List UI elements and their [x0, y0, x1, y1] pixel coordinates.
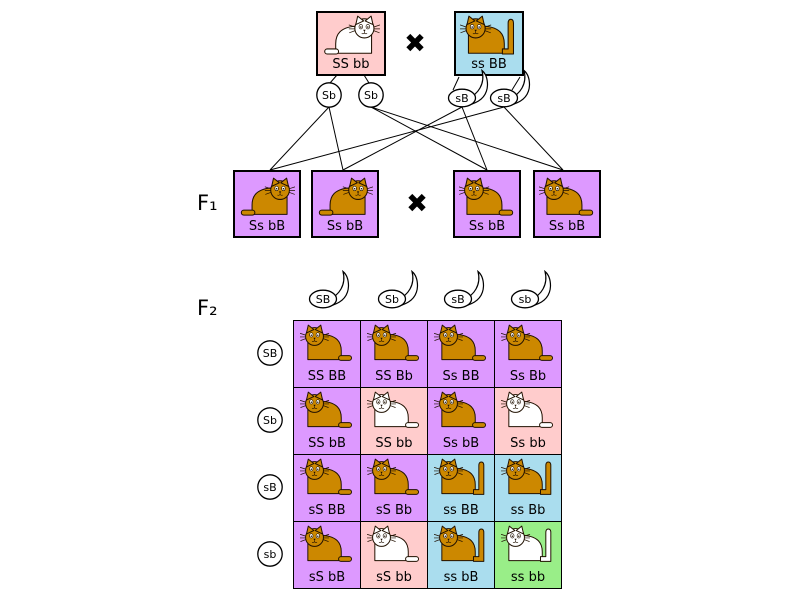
- gamete-label: sB: [455, 92, 468, 105]
- genotype-label: SS BB: [307, 369, 347, 384]
- punnett-cell: SS Bb: [360, 320, 427, 387]
- genotype-label: sS bB: [308, 570, 346, 585]
- genotype-label: Ss bB: [468, 219, 506, 234]
- gamete-label: SB: [316, 293, 331, 306]
- punnett-cell: SS bB: [293, 387, 360, 454]
- genotype-label: SS Bb: [375, 369, 413, 384]
- sperm-gamete-bubble: Sb: [377, 269, 419, 309]
- brown-cat-short-tail-icon: [300, 458, 353, 495]
- genotype-label: ss BB: [471, 57, 507, 72]
- gamete-label: sB: [263, 481, 276, 494]
- f1-label: F₁: [197, 191, 218, 215]
- genotype-label: ss Bb: [510, 503, 546, 518]
- punnett-cell: Ss bB: [427, 387, 494, 454]
- brown-cat-short-tail-icon: [240, 177, 295, 216]
- punnett-cell: sS Bb: [360, 454, 427, 521]
- f2-label: F₂: [197, 296, 218, 320]
- brown-cat-short-tail-icon: [300, 391, 353, 428]
- gamete-label: Sb: [322, 89, 336, 102]
- punnett-cell: ss bb: [494, 521, 561, 588]
- gamete-label: sb: [519, 293, 532, 306]
- f1-offspring-box: Ss bB: [233, 170, 301, 238]
- cross-symbol: ✖: [406, 189, 428, 219]
- white-cat-short-tail-icon: [501, 391, 554, 428]
- genotype-label: ss BB: [443, 503, 479, 518]
- sperm-gamete-bubble: SB: [308, 269, 350, 309]
- gamete-label: Sb: [263, 414, 277, 427]
- brown-cat-short-tail-icon: [434, 324, 487, 361]
- genotype-label: Ss bB: [442, 436, 480, 451]
- punnett-cell: ss BB: [427, 454, 494, 521]
- genotype-label: ss bb: [510, 570, 546, 585]
- parent-male-box: ss BB: [454, 11, 524, 76]
- brown-cat-long-tail-icon: [434, 458, 485, 495]
- genotype-label: Ss bB: [326, 219, 364, 234]
- egg-gamete-bubble: Sb: [316, 82, 342, 108]
- punnett-cell: ss Bb: [494, 454, 561, 521]
- white-cat-short-tail-icon: [324, 15, 380, 55]
- white-cat-short-tail-icon: [367, 525, 420, 562]
- punnett-cell: sS BB: [293, 454, 360, 521]
- gamete-label: Sb: [385, 293, 399, 306]
- genotype-label: Ss BB: [442, 369, 480, 384]
- egg-gamete-bubble: Sb: [257, 407, 283, 433]
- sperm-gamete-bubble: sB: [443, 269, 485, 309]
- genotype-label: Ss Bb: [509, 369, 547, 384]
- egg-gamete-bubble: SB: [257, 340, 283, 366]
- f1-offspring-box: Ss bB: [311, 170, 379, 238]
- brown-cat-long-tail-icon: [501, 458, 552, 495]
- brown-cat-short-tail-icon: [367, 458, 420, 495]
- genotype-label: Ss bB: [548, 219, 586, 234]
- brown-cat-short-tail-icon: [300, 324, 353, 361]
- brown-cat-short-tail-icon: [459, 177, 514, 216]
- gamete-label: sb: [264, 548, 277, 561]
- brown-cat-long-tail-icon: [434, 525, 485, 562]
- sperm-gamete-bubble: sb: [510, 269, 552, 309]
- punnett-cell: ss bB: [427, 521, 494, 588]
- gamete-label: Sb: [364, 89, 378, 102]
- white-cat-short-tail-icon: [367, 391, 420, 428]
- sperm-gamete-bubble: sB: [489, 68, 531, 108]
- punnett-cell: Ss BB: [427, 320, 494, 387]
- parent-female-box: SS bb: [316, 11, 386, 76]
- punnett-square: SS BB SS Bb: [293, 320, 562, 589]
- brown-cat-short-tail-icon: [539, 177, 594, 216]
- genotype-label: Ss bB: [248, 219, 286, 234]
- egg-gamete-bubble: sB: [257, 474, 283, 500]
- f1-offspring-box: Ss bB: [453, 170, 521, 238]
- f1-offspring-box: Ss bB: [533, 170, 601, 238]
- brown-cat-short-tail-icon: [300, 525, 353, 562]
- sperm-gamete-bubble: sB: [447, 68, 489, 108]
- white-cat-long-tail-icon: [501, 525, 552, 562]
- brown-cat-short-tail-icon: [318, 177, 373, 216]
- brown-cat-short-tail-icon: [434, 391, 487, 428]
- punnett-cell: Ss Bb: [494, 320, 561, 387]
- punnett-cell: SS bb: [360, 387, 427, 454]
- punnett-cell: sS bb: [360, 521, 427, 588]
- genotype-label: sS bb: [376, 570, 412, 585]
- egg-gamete-bubble: sb: [257, 541, 283, 567]
- genotype-label: Ss bb: [510, 436, 546, 451]
- brown-cat-short-tail-icon: [367, 324, 420, 361]
- genotype-label: SS bb: [332, 57, 370, 72]
- cross-symbol: ✖: [404, 29, 426, 59]
- genotype-label: SS bb: [375, 436, 413, 451]
- punnett-cell: SS BB: [293, 320, 360, 387]
- genotype-label: SS bB: [308, 436, 346, 451]
- gamete-label: sB: [451, 293, 464, 306]
- gamete-label: SB: [263, 347, 278, 360]
- genotype-label: sS Bb: [375, 503, 413, 518]
- brown-cat-long-tail-icon: [460, 15, 515, 55]
- genotype-label: ss bB: [443, 570, 479, 585]
- egg-gamete-bubble: Sb: [358, 82, 384, 108]
- genotype-label: sS BB: [308, 503, 346, 518]
- punnett-cell: Ss bb: [494, 387, 561, 454]
- punnett-cell: sS bB: [293, 521, 360, 588]
- gamete-label: sB: [497, 92, 510, 105]
- brown-cat-short-tail-icon: [501, 324, 554, 361]
